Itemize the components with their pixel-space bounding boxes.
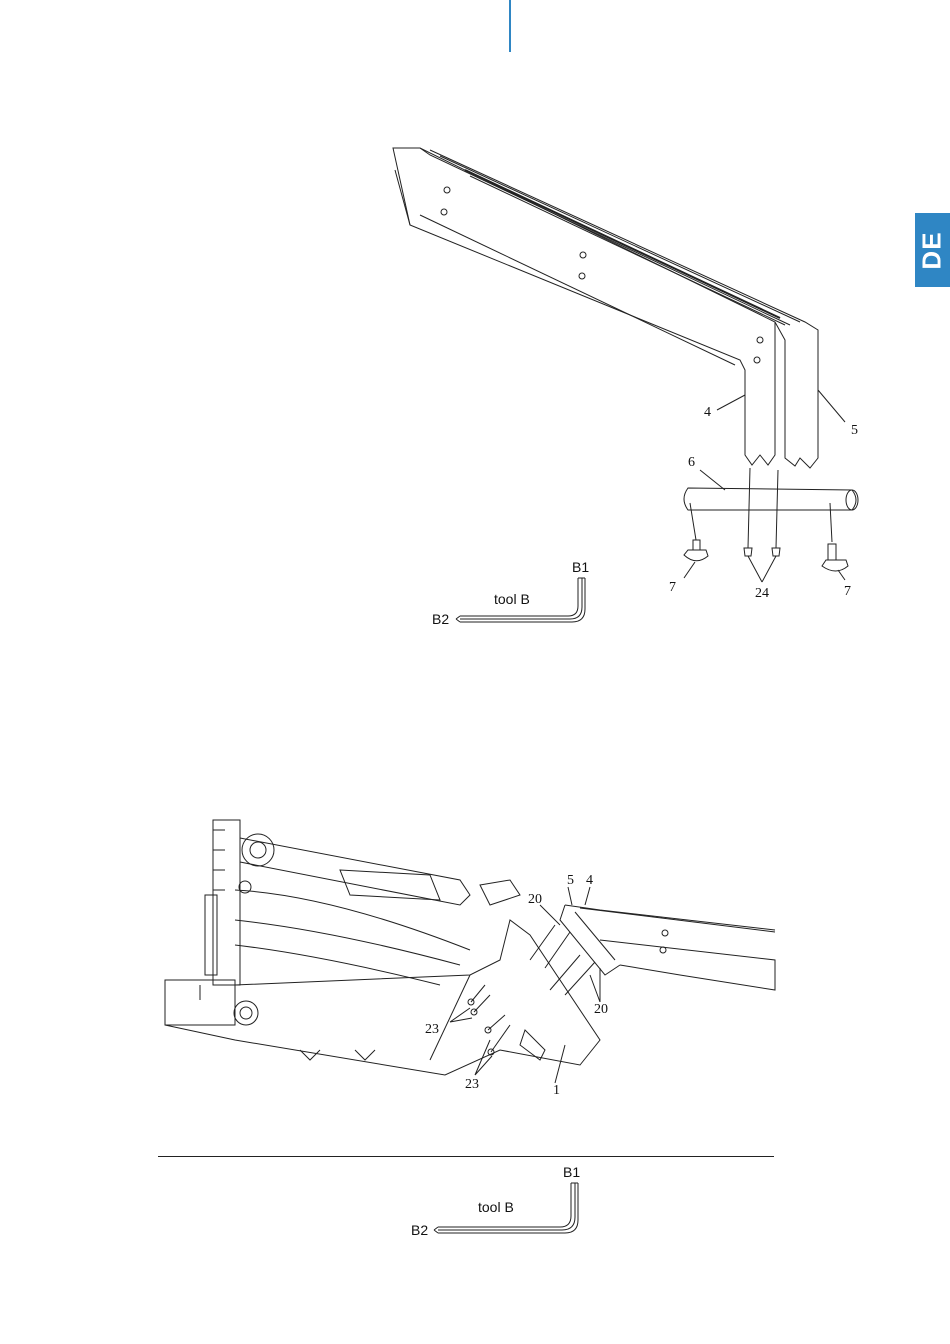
tool-b-name-2: tool B bbox=[478, 1199, 514, 1215]
label-part-7-left: 7 bbox=[669, 580, 676, 595]
tool-b2-label-1: B2 bbox=[432, 611, 449, 627]
tool-b2-label-2: B2 bbox=[411, 1222, 428, 1238]
label-fig2-part-23-lower: 23 bbox=[465, 1077, 479, 1092]
label-fig2-part-4: 4 bbox=[586, 873, 593, 888]
label-part-24: 24 bbox=[755, 586, 769, 601]
tool-b1-label-2: B1 bbox=[563, 1164, 580, 1180]
label-part-4: 4 bbox=[704, 405, 711, 420]
tool-b-name-1: tool B bbox=[494, 591, 530, 607]
label-fig2-part-1: 1 bbox=[553, 1083, 560, 1098]
label-part-7-right: 7 bbox=[844, 584, 851, 599]
label-fig2-part-23-upper: 23 bbox=[425, 1022, 439, 1037]
foot-part-7-left bbox=[684, 503, 708, 561]
tool-b1-label-1: B1 bbox=[572, 559, 589, 575]
label-fig2-part-5: 5 bbox=[567, 873, 574, 888]
label-part-5: 5 bbox=[851, 423, 858, 438]
upright-tube-part-4 bbox=[393, 148, 775, 465]
section-divider bbox=[158, 1156, 774, 1157]
foot-part-7-right bbox=[822, 503, 848, 571]
figure-2-frame-assembly bbox=[165, 820, 775, 1083]
label-fig2-part-20-top: 20 bbox=[528, 892, 542, 907]
bolt-part-24 bbox=[748, 468, 778, 548]
label-fig2-part-20-bottom: 20 bbox=[594, 1002, 608, 1017]
label-part-6: 6 bbox=[688, 455, 695, 470]
